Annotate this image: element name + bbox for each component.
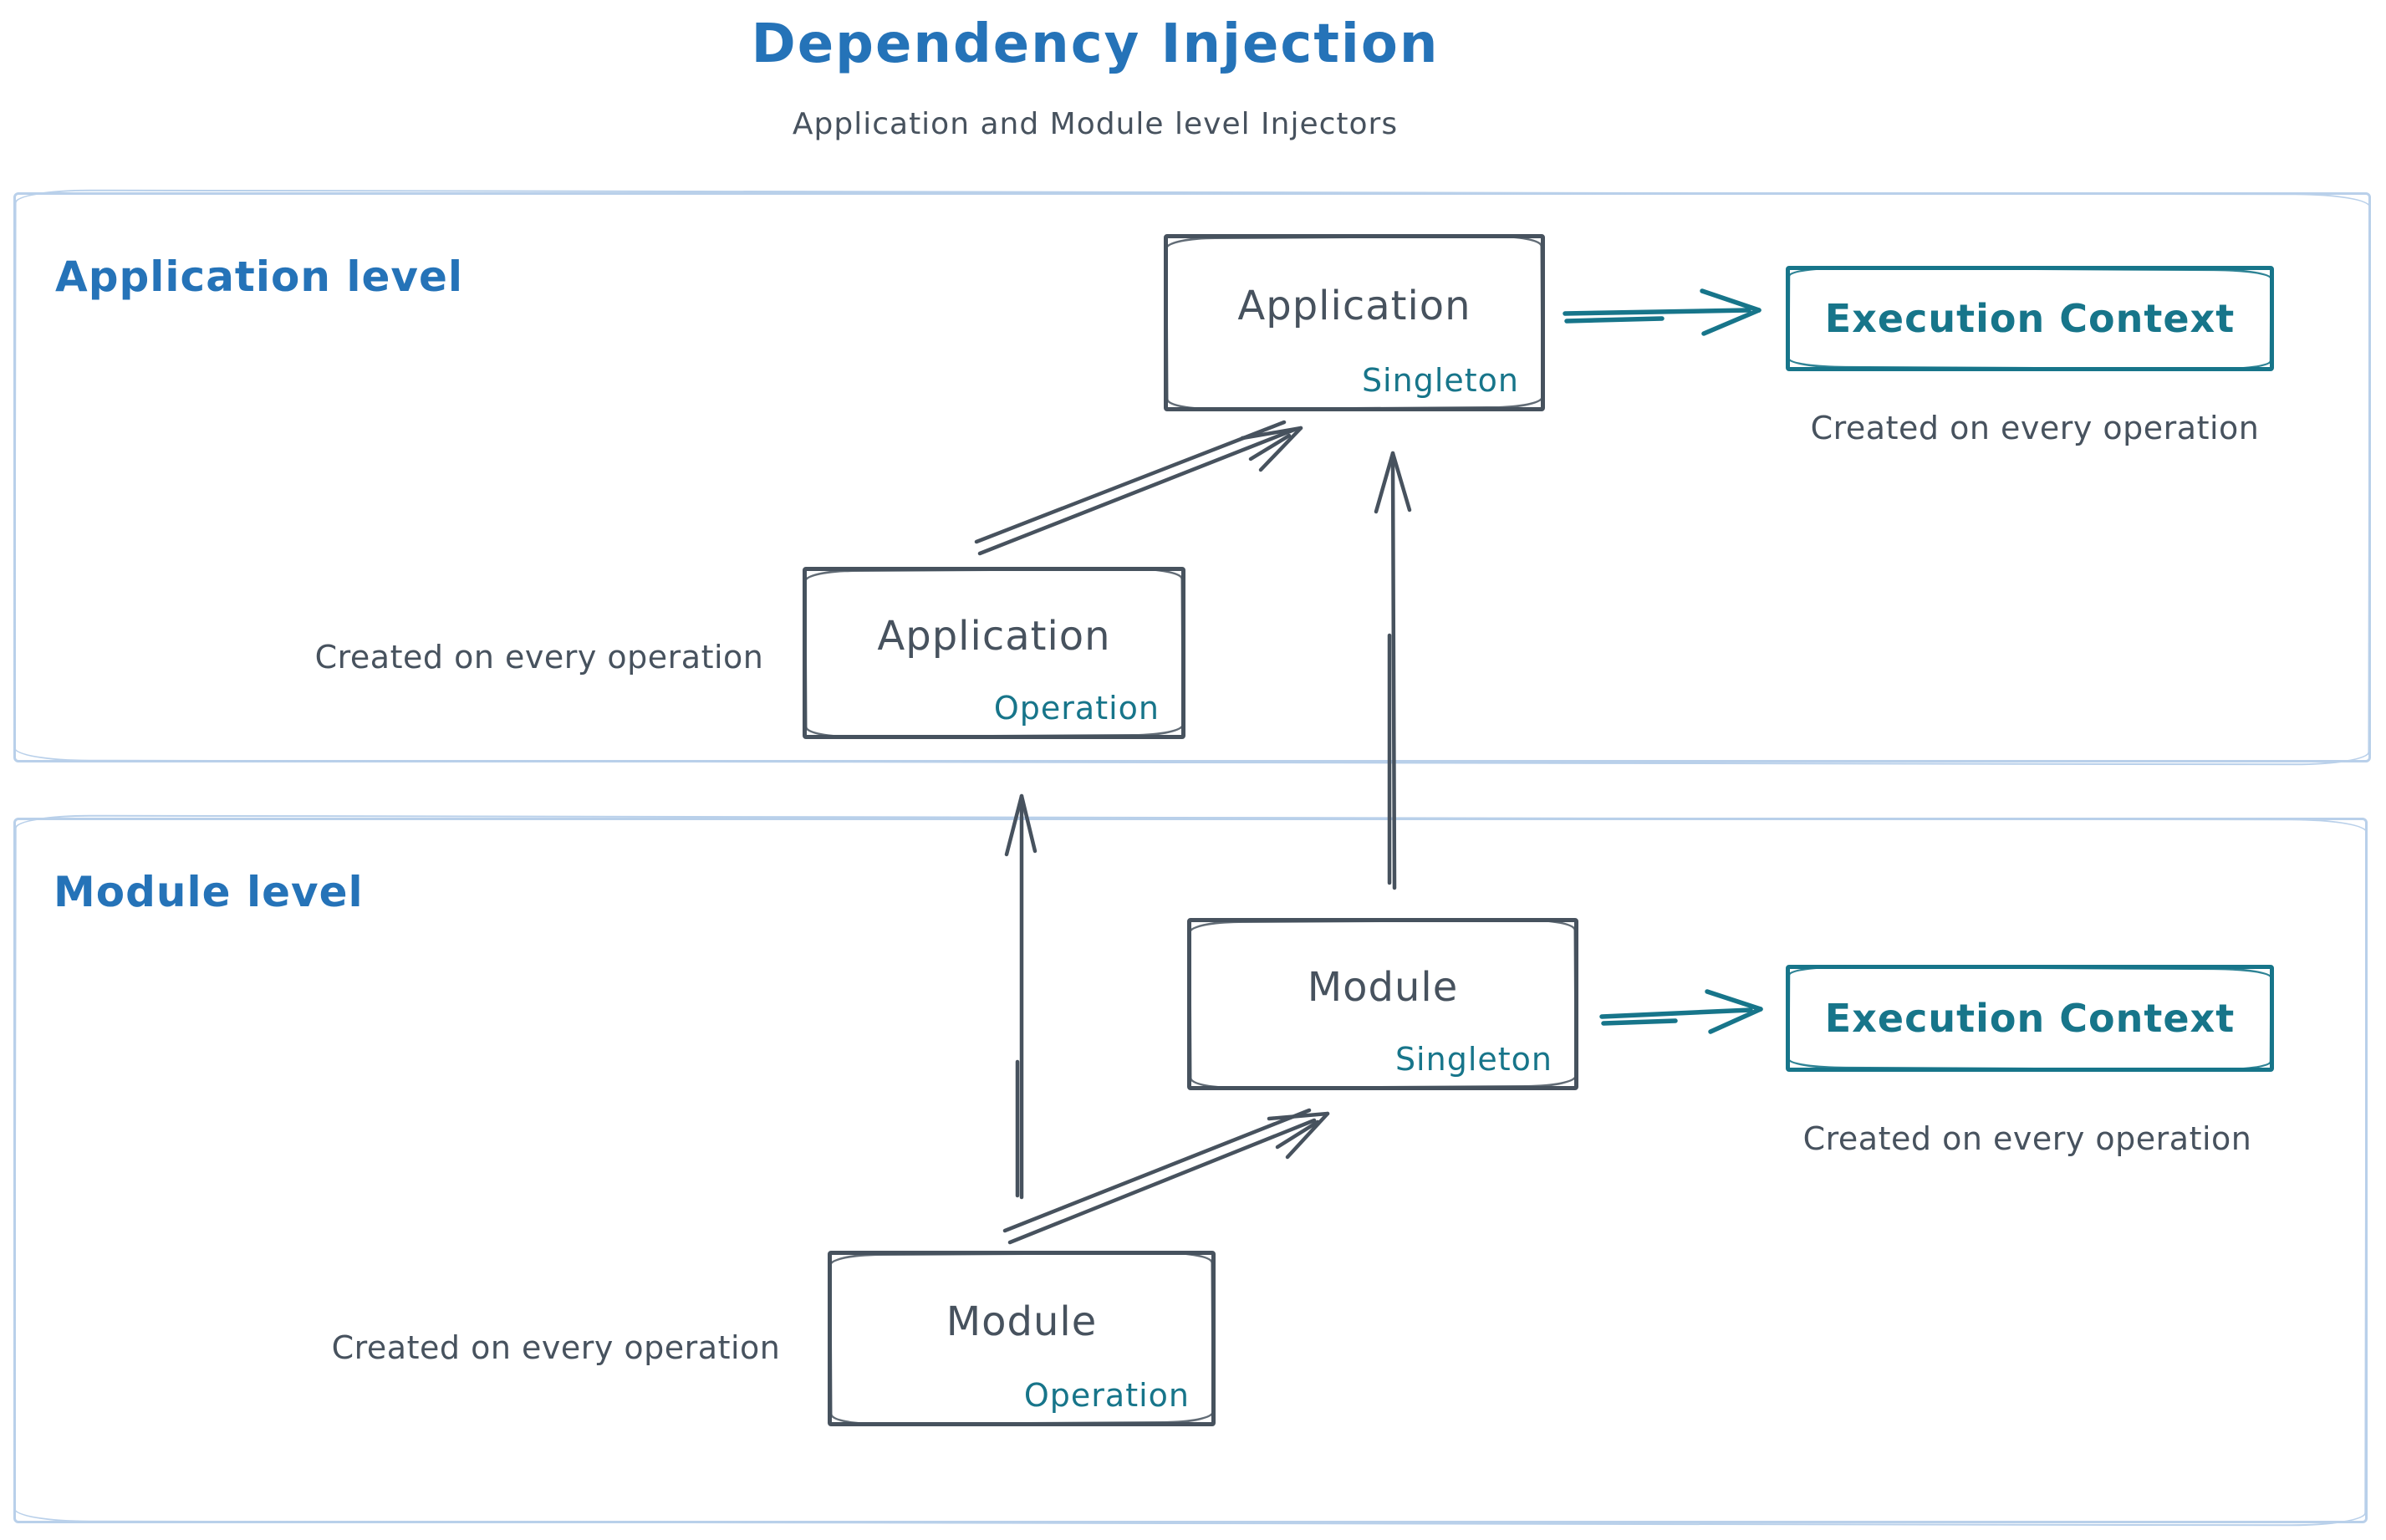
arrow-module-operation-to-app-operation bbox=[1004, 793, 1038, 1200]
node-module-singleton-title: Module bbox=[1307, 964, 1459, 1012]
arrow-app-operation-to-app-singleton bbox=[974, 420, 1303, 556]
note-exec-context-app: Created on every operation bbox=[1810, 410, 2260, 446]
section-application bbox=[13, 192, 2371, 762]
section-module bbox=[13, 818, 2368, 1523]
node-app-singleton-tag: Singleton bbox=[1361, 362, 1519, 399]
node-exec-context-app-title: Execution Context bbox=[1824, 296, 2236, 341]
node-exec-context-app: Execution Context bbox=[1786, 266, 2274, 371]
note-exec-context-module: Created on every operation bbox=[1802, 1120, 2252, 1157]
node-module-operation: Module Operation bbox=[828, 1251, 1216, 1426]
node-module-singleton: Module Singleton bbox=[1187, 918, 1578, 1090]
arrow-module-operation-to-module-singleton bbox=[1002, 1108, 1330, 1245]
arrow-app-singleton-to-exec-context bbox=[1563, 288, 1761, 336]
section-application-label: Application level bbox=[55, 252, 464, 301]
node-app-singleton: Application Singleton bbox=[1164, 234, 1545, 411]
arrow-module-singleton-to-exec-context bbox=[1599, 989, 1763, 1034]
node-app-operation-title: Application bbox=[877, 613, 1111, 660]
page-title: Dependency Injection bbox=[751, 13, 1440, 75]
node-app-operation-tag: Operation bbox=[993, 690, 1160, 727]
node-module-singleton-tag: Singleton bbox=[1394, 1041, 1552, 1078]
section-module-label: Module level bbox=[54, 868, 364, 916]
node-app-singleton-title: Application bbox=[1237, 282, 1471, 329]
node-exec-context-module: Execution Context bbox=[1786, 965, 2274, 1072]
arrow-module-singleton-to-app-singleton bbox=[1374, 451, 1412, 890]
note-module-operation: Created on every operation bbox=[331, 1329, 781, 1366]
node-exec-context-module-title: Execution Context bbox=[1824, 996, 2236, 1041]
page-subtitle: Application and Module level Injectors bbox=[792, 107, 1399, 141]
node-app-operation: Application Operation bbox=[803, 567, 1185, 739]
node-module-operation-tag: Operation bbox=[1023, 1377, 1190, 1414]
note-app-operation: Created on every operation bbox=[314, 639, 764, 676]
node-module-operation-title: Module bbox=[946, 1298, 1098, 1345]
